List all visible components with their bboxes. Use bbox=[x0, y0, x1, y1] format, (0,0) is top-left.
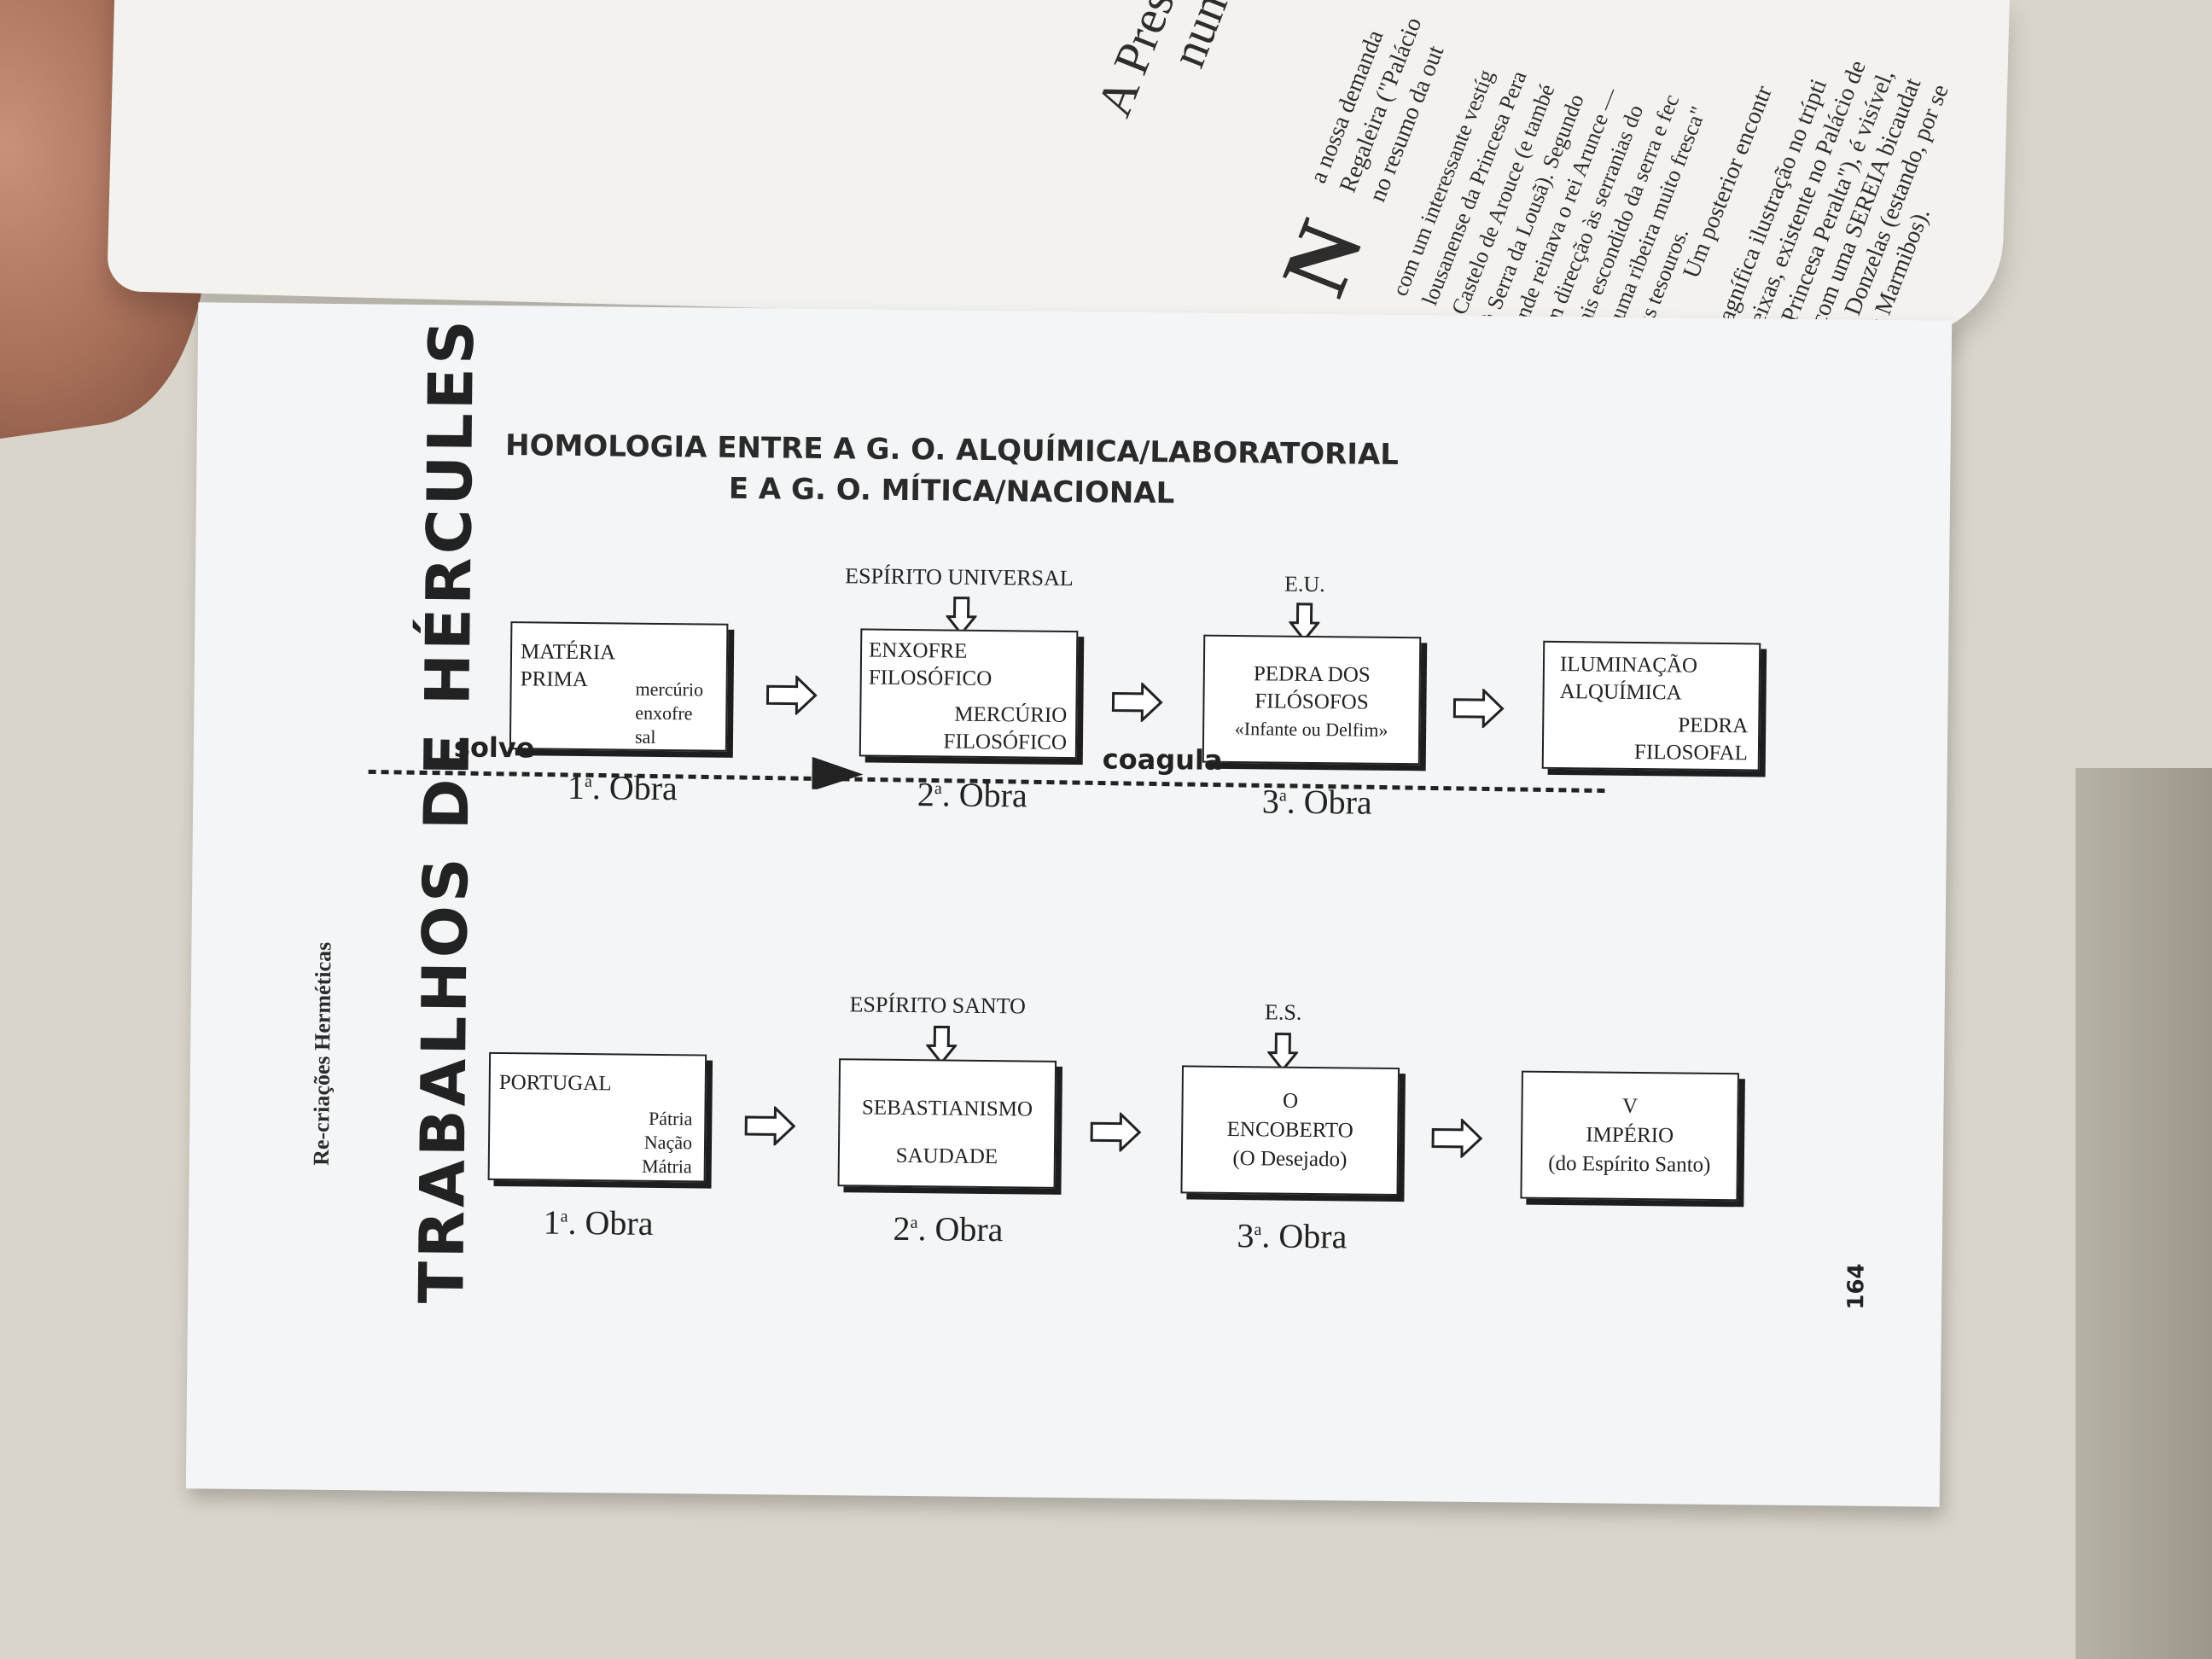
box-subtext: Pátria bbox=[648, 1107, 693, 1130]
box-text: (O Desejado) bbox=[1232, 1147, 1348, 1172]
box-text: PEDRA DOS bbox=[1253, 662, 1371, 687]
dashed-arrow-line bbox=[368, 756, 1606, 794]
facing-heading-1: A Pres bbox=[1086, 0, 1185, 124]
running-head: Re-criações Herméticas bbox=[308, 941, 336, 1166]
box-text: SAUDADE bbox=[895, 1144, 998, 1169]
down-arrow-icon bbox=[946, 597, 977, 636]
box-text: ENXOFRE bbox=[868, 638, 968, 663]
box-encoberto: O ENCOBERTO (O Desejado) bbox=[1180, 1065, 1400, 1196]
box-text: PORTUGAL bbox=[498, 1071, 612, 1096]
box-materia-prima: MATÉRIA PRIMA mercúrio enxofre sal bbox=[509, 621, 729, 752]
down-arrow-icon bbox=[926, 1025, 958, 1065]
label-above-box-3: E.S. bbox=[1264, 999, 1302, 1025]
table-surface bbox=[2075, 768, 2212, 1659]
box-subtext: FILOSOFAL bbox=[1633, 740, 1749, 765]
box-v-imperio: V IMPÉRIO (do Espírito Santo) bbox=[1520, 1070, 1739, 1202]
box-text: SEBASTIANISMO bbox=[861, 1096, 1033, 1121]
coagula-label: coagula bbox=[1102, 742, 1223, 777]
box-subtext: PEDRA bbox=[1678, 713, 1749, 738]
box-subtext: enxofre bbox=[635, 701, 693, 725]
box-portugal: PORTUGAL Pátria Nação Mátria bbox=[487, 1051, 707, 1183]
box-text: IMPÉRIO bbox=[1586, 1123, 1674, 1148]
box-text: FILÓSOFOS bbox=[1254, 690, 1369, 714]
facing-page: A Pres nun N a nossa demanda Regaleira (… bbox=[107, 0, 2010, 341]
stage-label: 3a. Obra bbox=[1237, 1216, 1348, 1256]
box-text: PRIMA bbox=[520, 667, 589, 692]
right-arrow-icon bbox=[744, 1106, 796, 1146]
box-text: ALQUÍMICA bbox=[1559, 680, 1682, 705]
diagram-title: HOMOLOGIA ENTRE A G. O. ALQUÍMICA/LABORA… bbox=[418, 424, 1486, 517]
box-subtext: mercúrio bbox=[635, 678, 704, 701]
label-above-box-2: ESPÍRITO SANTO bbox=[849, 992, 1027, 1019]
stage-label: 2a. Obra bbox=[893, 1208, 1004, 1249]
label-above-box-2: ESPÍRITO UNIVERSAL bbox=[845, 563, 1074, 591]
down-arrow-icon bbox=[1266, 1033, 1299, 1072]
box-text: (do Espírito Santo) bbox=[1548, 1151, 1711, 1177]
drop-cap: N bbox=[1261, 207, 1383, 309]
label-above-box-3: E.U. bbox=[1284, 571, 1325, 597]
page-number: 164 bbox=[1843, 1263, 1870, 1310]
right-arrow-icon bbox=[1431, 1118, 1483, 1159]
solve-coagula-divider: solve coagula bbox=[368, 731, 1606, 797]
box-sebastianismo: SEBASTIANISMO SAUDADE bbox=[837, 1058, 1057, 1189]
box-subtext: MERCÚRIO bbox=[954, 702, 1068, 727]
box-subtext: Nação bbox=[643, 1131, 693, 1154]
box-text: ENCOBERTO bbox=[1226, 1117, 1353, 1143]
box-subtext: Mátria bbox=[641, 1155, 692, 1178]
main-page: Re-criações Herméticas TRABALHOS DE HÉRC… bbox=[185, 302, 1953, 1507]
box-text: FILOSÓFICO bbox=[868, 666, 992, 691]
box-text: V bbox=[1621, 1094, 1639, 1118]
right-arrow-icon bbox=[1111, 682, 1163, 723]
down-arrow-icon bbox=[1289, 602, 1320, 643]
box-subtext: «Infante ou Delfim» bbox=[1234, 718, 1388, 741]
solve-label: solve bbox=[453, 731, 535, 765]
box-text: MATÉRIA bbox=[520, 640, 616, 665]
right-arrow-icon bbox=[765, 675, 818, 715]
box-text: ILUMINAÇÃO bbox=[1559, 653, 1698, 678]
box-text: O bbox=[1282, 1089, 1299, 1113]
right-arrow-icon bbox=[1452, 688, 1505, 729]
stage-label: 1a. Obra bbox=[543, 1202, 654, 1243]
right-arrow-icon bbox=[1090, 1112, 1142, 1152]
